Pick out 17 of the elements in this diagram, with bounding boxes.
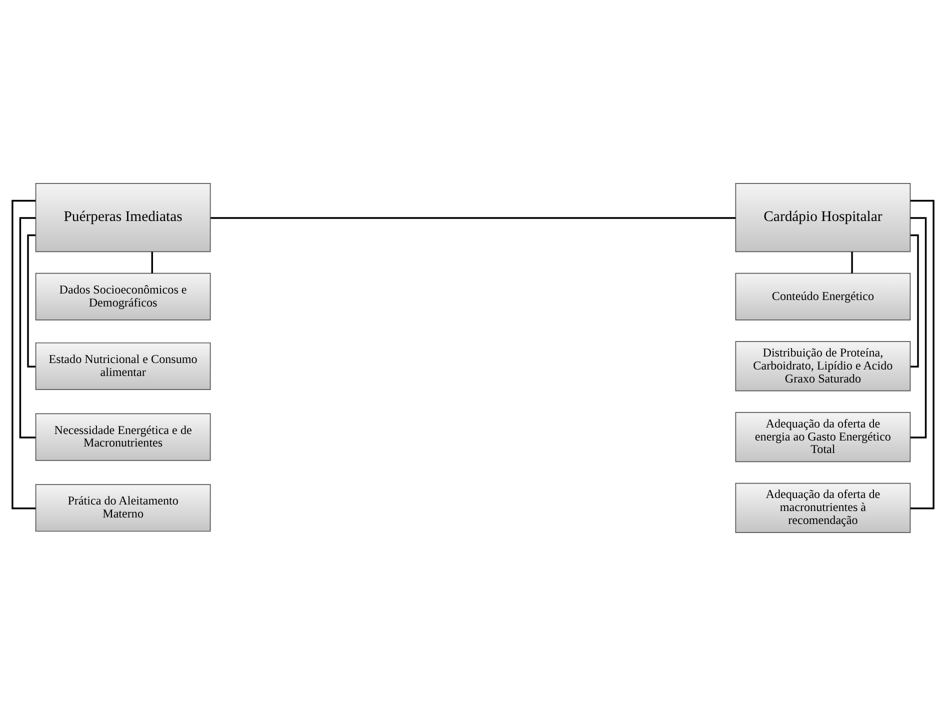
node-box: Dados Socioeconômicos e Demográficos [35,272,211,320]
node-box: Puérperas Imediatas [35,182,211,252]
node-box: Estado Nutricional e Consumo alimentar [35,342,211,390]
node-box: Necessidade Energética e de Macronutrientes [35,412,211,460]
node-box: Adequação da oferta de energia ao Gasto Energético Total [735,412,911,462]
connector [851,251,853,273]
node-box: Prática do Aleitamento Materno [35,484,211,532]
connector [12,199,36,509]
node-box: Distribuição de Proteína, Carboidrato, Lipídio e Acido Graxo Saturado [735,340,911,391]
node-box: Cardápio Hospitalar [735,182,911,252]
node-box: Adequação da oferta de macronutrientes à recomendação [735,482,911,532]
node-box: Conteúdo Energético [735,272,911,320]
connector [910,199,934,509]
connector [910,234,919,367]
connector [210,216,736,218]
connector [151,251,153,273]
connector [27,234,36,367]
